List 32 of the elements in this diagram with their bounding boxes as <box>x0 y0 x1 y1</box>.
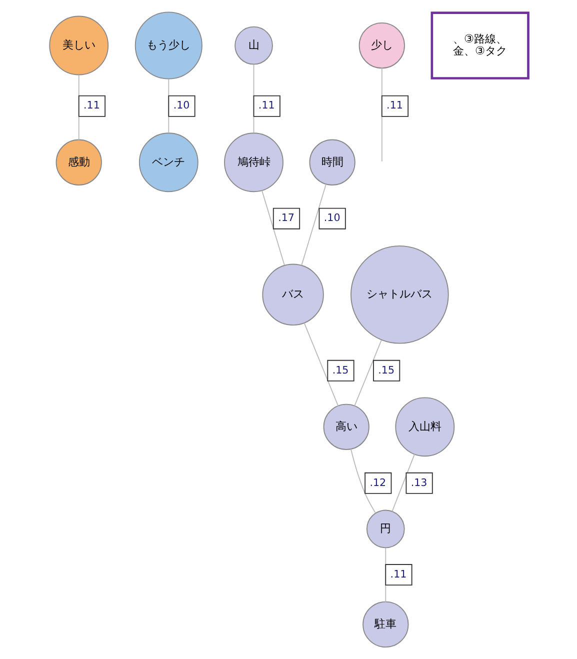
node-circle: シャトルバス <box>350 245 448 344</box>
edge-label: .10 <box>172 100 190 112</box>
node-circle: 高い <box>322 404 369 450</box>
node-circle: バス <box>262 264 324 326</box>
node-circle: 美しい <box>48 16 108 76</box>
node-circle: 駐車 <box>362 601 408 648</box>
edge-label: .11 <box>386 100 402 112</box>
edge-label: .11 <box>258 100 274 112</box>
connector <box>300 184 326 266</box>
node-circle: 入山料 <box>394 397 454 457</box>
node-box: 、③路線、 金、③タク <box>430 12 529 80</box>
connector <box>303 322 338 406</box>
edge-label: .12 <box>369 476 386 489</box>
node-circle: 山 <box>234 26 272 65</box>
edge-label: .13 <box>410 476 427 489</box>
node-circle: 感動 <box>55 139 102 186</box>
edge-label: .11 <box>83 100 100 112</box>
connector <box>350 448 376 514</box>
connector <box>261 190 284 266</box>
node-circle: 時間 <box>308 139 355 186</box>
edge-label: .10 <box>323 212 340 224</box>
connector <box>354 340 382 406</box>
edge-label: .15 <box>378 364 394 376</box>
node-circle: 円 <box>366 510 404 548</box>
edge-label: .11 <box>390 568 406 580</box>
node-circle: ベンチ <box>138 132 198 192</box>
edge-label: .17 <box>278 212 294 224</box>
connector <box>391 454 415 512</box>
node-circle: もう少し <box>134 12 202 80</box>
node-circle: 少し <box>358 22 404 69</box>
edge-label: .15 <box>332 364 348 376</box>
node-circle: 鳩待峠 <box>224 132 283 192</box>
